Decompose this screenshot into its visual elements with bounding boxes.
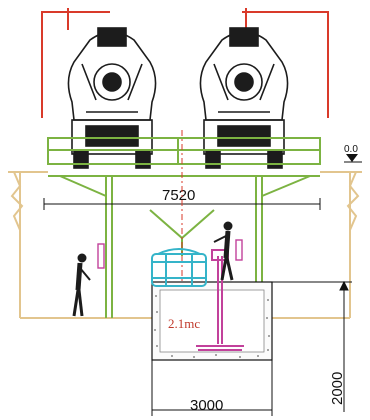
worker-right-head bbox=[223, 221, 233, 231]
support-frame bbox=[41, 8, 329, 118]
pit-inner bbox=[159, 289, 265, 353]
control-box bbox=[235, 239, 243, 261]
platform-structure bbox=[47, 137, 321, 318]
worker-left-head bbox=[77, 253, 87, 263]
pit-concrete-hatch bbox=[154, 295, 270, 358]
mixer-hopper-right bbox=[229, 27, 259, 47]
depth-arrow-top bbox=[339, 280, 349, 291]
break-symbol-right bbox=[346, 171, 360, 231]
break-symbol-left bbox=[10, 171, 24, 231]
mixer-hub-inner-right bbox=[234, 72, 254, 92]
mixer-wheel-left-a bbox=[73, 149, 89, 169]
worker-left-leg-a bbox=[72, 289, 80, 317]
mixer-hub-right bbox=[225, 63, 263, 101]
dimension-depth bbox=[272, 280, 352, 412]
dimension-width-label: 7520 bbox=[162, 187, 195, 204]
worker-left-arm bbox=[79, 267, 91, 281]
mixer-wheel-right-b bbox=[267, 149, 283, 169]
worker-left bbox=[72, 253, 91, 317]
collection-tank bbox=[151, 248, 207, 287]
level-value: 0.0 bbox=[344, 144, 358, 155]
worker-right-body bbox=[223, 230, 231, 259]
pit-volume-label: 2.1mc bbox=[168, 316, 200, 331]
agitator bbox=[196, 249, 244, 351]
dimension-depth-label: 2000 bbox=[329, 372, 346, 405]
mixer-ribs-right bbox=[213, 63, 275, 113]
mixer-hub-inner-left bbox=[102, 72, 122, 92]
tank-body bbox=[151, 253, 207, 287]
worker-right-leg-a bbox=[220, 257, 228, 281]
mixer-hopper-left bbox=[97, 27, 127, 47]
mixer-wheel-right-a bbox=[205, 149, 221, 169]
worker-left-leg-b bbox=[77, 289, 84, 317]
brace-right bbox=[261, 175, 311, 197]
worker-right bbox=[213, 221, 234, 281]
worker-left-body bbox=[75, 262, 83, 291]
frame-right bbox=[245, 11, 329, 118]
mixer-truck-left bbox=[67, 27, 157, 169]
frame-left bbox=[41, 11, 110, 118]
dimension-pit-width-label: 3000 bbox=[190, 397, 223, 414]
hanging-sign bbox=[97, 243, 105, 269]
ground-profile bbox=[8, 171, 362, 319]
mixer-truck-right bbox=[199, 27, 289, 169]
worker-right-arm bbox=[213, 235, 227, 243]
brace-left bbox=[59, 175, 107, 197]
mixer-hub-left bbox=[93, 63, 131, 101]
worker-right-leg-b bbox=[225, 257, 234, 281]
level-marker: 0.0 bbox=[344, 144, 362, 163]
dimension-pit-width bbox=[151, 360, 273, 416]
mixer-ribs-left bbox=[81, 63, 143, 113]
mixer-wheel-left-b bbox=[135, 149, 151, 169]
tank-lid bbox=[157, 248, 201, 255]
mixer-grille-right bbox=[217, 125, 271, 147]
level-triangle bbox=[346, 154, 358, 162]
mixer-grille-left bbox=[85, 125, 139, 147]
